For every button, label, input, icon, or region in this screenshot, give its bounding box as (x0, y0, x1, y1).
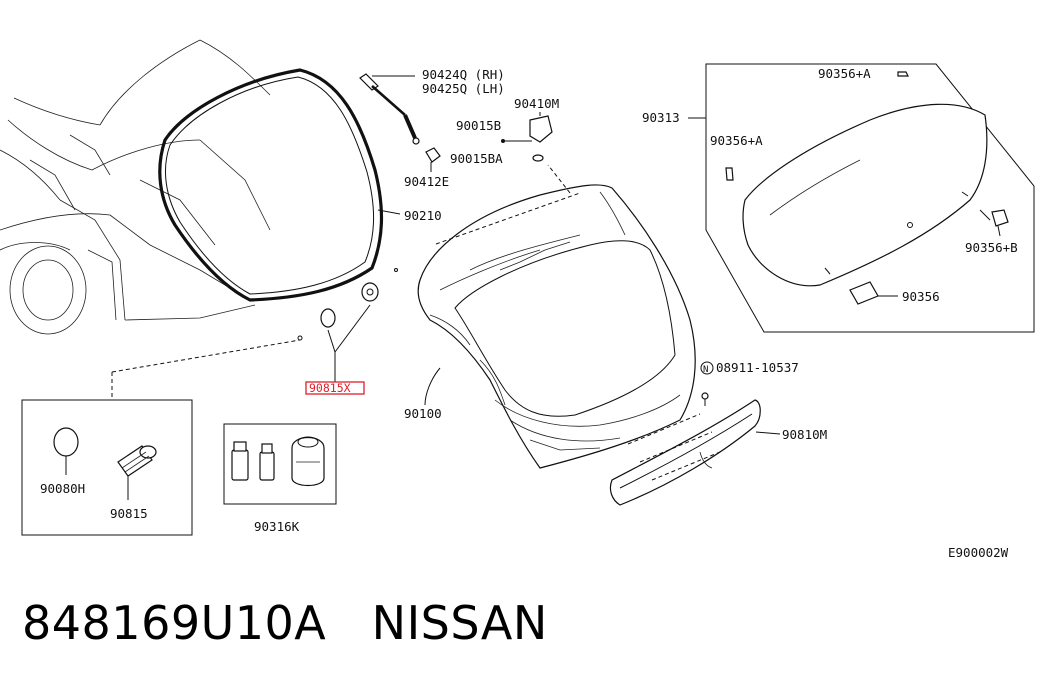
label-90015ba: 90015BA (450, 151, 503, 166)
vehicle-body-outline (0, 39, 271, 335)
leader-left-box-2 (111, 339, 301, 373)
detail-box-left (21, 399, 193, 536)
label-08911-symbol: N (703, 365, 708, 375)
label-90100: 90100 (404, 406, 442, 421)
label-90316k: 90316K (254, 519, 300, 534)
label-90356b: 90356+B (965, 240, 1018, 255)
caption-brand: NISSAN (371, 596, 548, 650)
label-90210: 90210 (404, 208, 442, 223)
label-90424q: 90424Q (RH) (422, 67, 505, 82)
weatherstrip-90210 (158, 68, 401, 302)
detail-box-90316k (223, 423, 337, 505)
label-90313: 90313 (642, 110, 680, 125)
grommets-90815x (297, 268, 398, 382)
label-diagram-code: E900002W (948, 545, 1009, 560)
label-90356: 90356 (902, 289, 940, 304)
back-door-finisher-90810m (609, 392, 781, 506)
label-90080h: 90080H (40, 481, 85, 496)
label-90815x: 90815X (309, 381, 351, 395)
label-90815: 90815 (110, 506, 148, 521)
label-90412e: 90412E (404, 174, 449, 189)
bumper-stop-90412e (425, 147, 441, 172)
glass-leader-1 (435, 192, 581, 245)
glass-box (688, 63, 1035, 333)
label-90015b: 90015B (456, 118, 501, 133)
label-90410m: 90410M (514, 96, 559, 111)
part-caption: 848169U10A NISSAN (22, 596, 548, 650)
label-90356a-top: 90356+A (818, 66, 871, 81)
caption-part-number: 848169U10A (22, 596, 327, 650)
circled-n-symbol (700, 361, 714, 375)
label-90356a-left: 90356+A (710, 133, 763, 148)
highlight-box-90815x (305, 381, 365, 395)
label-08911-10537: 08911-10537 (716, 360, 799, 375)
back-door-panel-90100 (417, 184, 696, 469)
back-door-lock-90410m (501, 112, 553, 162)
label-90810m: 90810M (782, 427, 827, 442)
label-90425q: 90425Q (LH) (422, 81, 505, 96)
gas-stay (359, 73, 420, 145)
glass-leader-2 (547, 164, 571, 194)
